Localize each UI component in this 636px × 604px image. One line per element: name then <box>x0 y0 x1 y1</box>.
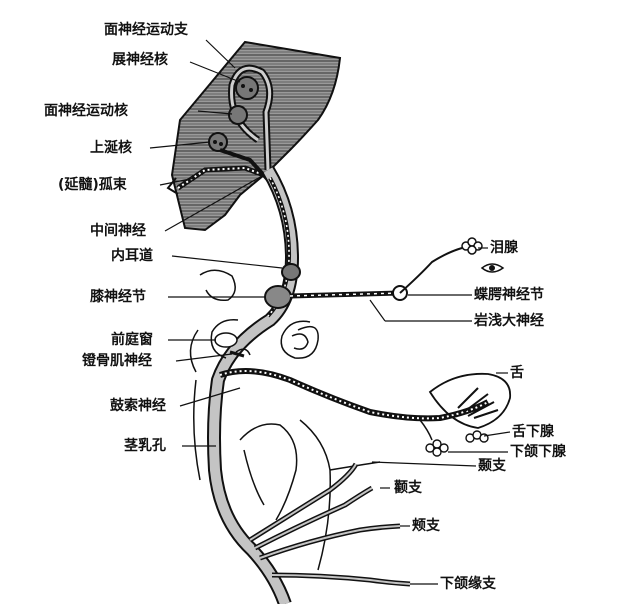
lacrimal-gland <box>461 237 483 255</box>
geniculate-ganglion <box>264 285 292 309</box>
facial-motor-nucleus <box>228 105 248 125</box>
label-solitary-tract: (延髓)孤束 <box>58 177 127 193</box>
label-stylomastoid-foramen: 茎乳孔 <box>124 438 166 454</box>
label-chorda-tympani: 鼓索神经 <box>110 398 166 414</box>
sublingual-gland-shape <box>465 430 489 443</box>
label-geniculate-ganglion: 膝神经节 <box>90 289 146 305</box>
label-intermediate-nerve: 中间神经 <box>90 223 146 239</box>
label-tongue: 舌 <box>510 365 524 381</box>
cochlea <box>189 269 319 373</box>
label-vestibular-window: 前庭窗 <box>111 332 153 348</box>
label-submandibular-gland: 下颌下腺 <box>510 444 566 460</box>
eye <box>480 263 505 273</box>
label-lacrimal-gland: 泪腺 <box>490 240 518 256</box>
superior-salivatory-nucleus <box>208 132 228 152</box>
label-internal-acoustic-meatus: 内耳道 <box>111 248 153 264</box>
label-buccal-branch: 颊支 <box>412 518 440 534</box>
label-sublingual-gland: 舌下腺 <box>512 424 554 440</box>
tongue <box>428 372 511 429</box>
label-greater-petrosal-nerve: 岩浅大神经 <box>474 313 544 329</box>
submandibular-gland-shape <box>425 439 449 457</box>
vestibular-window <box>214 332 238 348</box>
label-zygomatic-branch: 颧支 <box>394 480 422 496</box>
label-temporal-branch: 颞支 <box>478 458 506 474</box>
chorda-tympani <box>219 368 490 422</box>
label-superior-salivatory-nucleus: 上涎核 <box>90 140 132 156</box>
label-facial-motor-branch: 面神经运动支 <box>104 22 188 38</box>
label-pterygopalatine-ganglion: 蝶腭神经节 <box>474 287 544 303</box>
label-stapedius-nerve: 镫骨肌神经 <box>82 353 152 369</box>
label-abducens-nucleus: 展神经核 <box>112 52 168 68</box>
internal-acoustic-meatus <box>281 263 301 281</box>
label-marginal-mandibular-branch: 下颌缘支 <box>440 576 496 592</box>
label-facial-motor-nucleus: 面神经运动核 <box>44 103 128 119</box>
abducens-nucleus <box>235 76 259 100</box>
leader-lines <box>149 39 511 585</box>
